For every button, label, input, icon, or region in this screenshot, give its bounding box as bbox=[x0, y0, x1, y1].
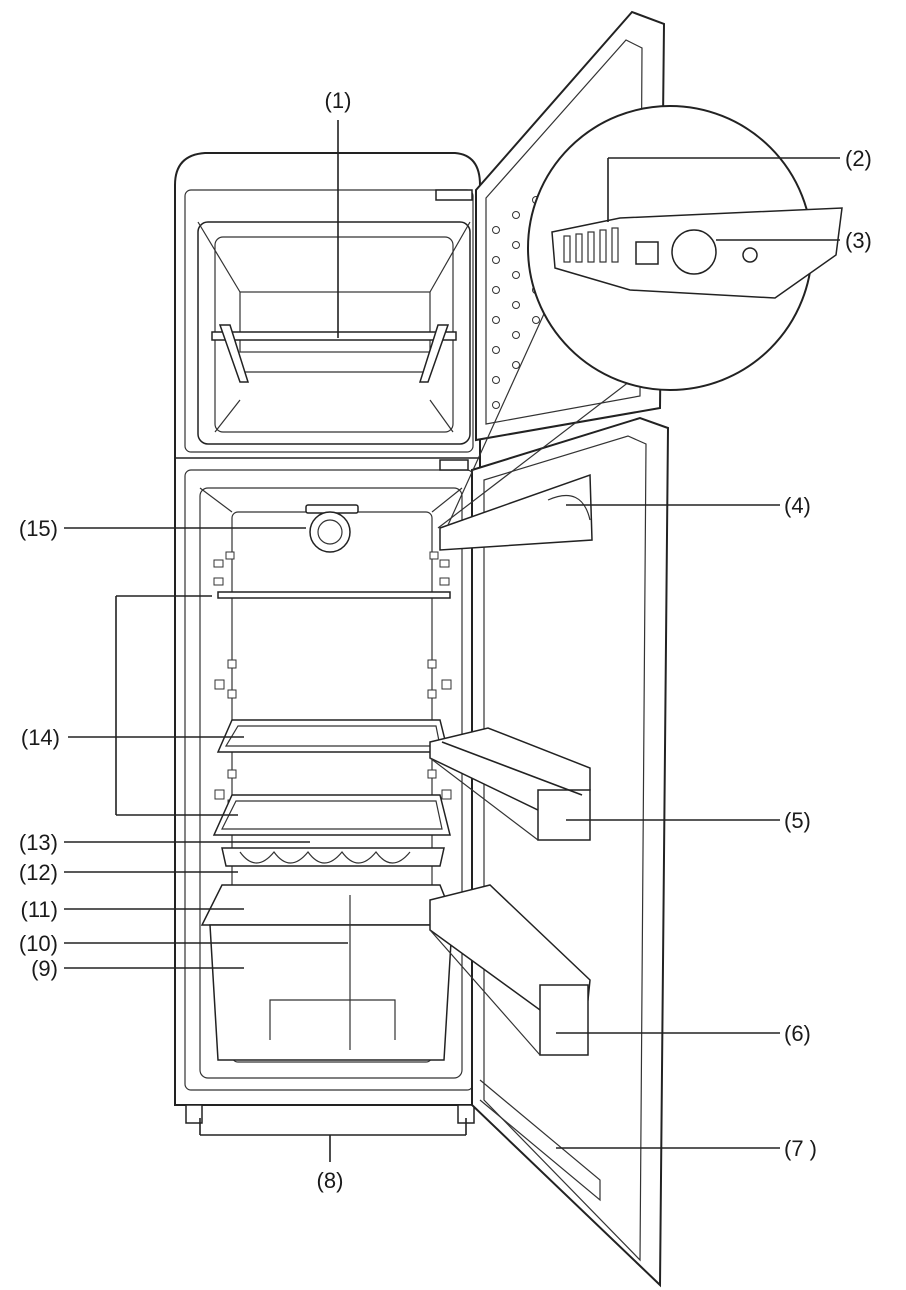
label-5: (5) bbox=[784, 808, 811, 833]
thermostat-callout bbox=[437, 105, 843, 529]
interior-light bbox=[305, 504, 359, 553]
label-6: (6) bbox=[784, 1021, 811, 1046]
label-7: (7 ) bbox=[784, 1136, 817, 1161]
door-bottle-balcony bbox=[429, 884, 591, 1056]
label-9: (9) bbox=[31, 956, 58, 981]
label-14: (14) bbox=[21, 725, 60, 750]
label-13: (13) bbox=[19, 830, 58, 855]
freezer-shelf bbox=[211, 324, 457, 383]
crisper-drawer bbox=[209, 895, 453, 1061]
label-11: (11) bbox=[21, 897, 59, 922]
label-1: (1) bbox=[325, 88, 352, 113]
label-10: (10) bbox=[19, 931, 58, 956]
thermostat-knob bbox=[671, 229, 717, 275]
glass-shelves bbox=[212, 591, 451, 836]
fridge-door bbox=[439, 416, 670, 1288]
thermostat-vents bbox=[563, 227, 619, 263]
leader-lines bbox=[64, 120, 840, 1162]
callout-labels: (1) (2) (3) (4) (5) (6) (7 ) (8) (9) (10… bbox=[19, 88, 872, 1193]
label-8: (8) bbox=[317, 1168, 344, 1193]
crisper-cover bbox=[200, 884, 458, 926]
door-compartment-top bbox=[439, 473, 593, 551]
label-12: (12) bbox=[19, 860, 58, 885]
label-2: (2) bbox=[845, 146, 872, 171]
door-bottom-compartment bbox=[479, 1079, 601, 1202]
door-balcony-middle bbox=[429, 727, 591, 841]
adjustable-feet bbox=[185, 1104, 475, 1124]
label-4: (4) bbox=[784, 493, 811, 518]
label-15: (15) bbox=[19, 516, 58, 541]
egg-tray bbox=[221, 847, 445, 867]
label-3: (3) bbox=[845, 228, 872, 253]
